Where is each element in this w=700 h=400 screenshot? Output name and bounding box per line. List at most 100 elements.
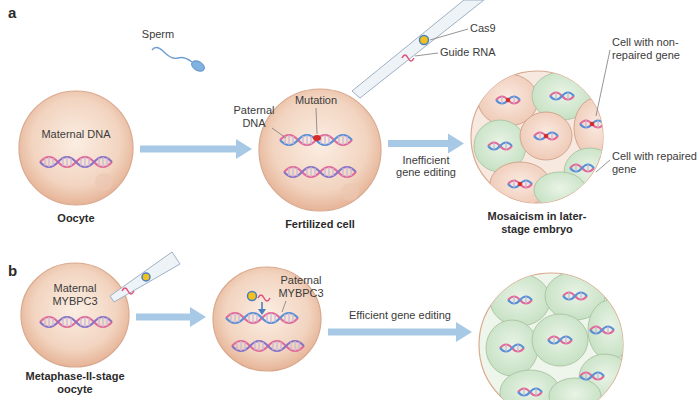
dna-strand: [590, 327, 614, 334]
cell-membrane: [21, 263, 129, 367]
dna-strand: [548, 337, 572, 344]
cell-outline: [20, 262, 130, 368]
injection-pipette: [110, 252, 180, 302]
cell-outline: [18, 90, 134, 206]
cell-title: Mosaicism in later-stage embryo: [481, 210, 593, 235]
arrow-shaft: [136, 314, 192, 321]
oocyte-cell: Maternal DNAOocyte: [18, 90, 134, 206]
cell-label: Maternal MYBPC3: [45, 282, 105, 307]
callout-label: Guide RNA: [440, 46, 506, 59]
dna-strand: [496, 97, 520, 104]
callout-label: Paternal DNA: [228, 104, 280, 129]
dna-rungs: [556, 93, 568, 100]
embryo-cell: [549, 378, 601, 400]
dna-strand: [534, 133, 558, 140]
embryo-cell: [490, 274, 550, 326]
dna-strand: [580, 121, 604, 128]
pronucleus: [341, 183, 359, 201]
callout-label: Mutation: [288, 94, 344, 107]
sperm-head: [190, 59, 207, 74]
leader-line: [430, 29, 468, 40]
dna-strand: [496, 97, 520, 104]
dna-strand: [534, 133, 558, 140]
embryo-cell: [486, 320, 538, 376]
dna-rungs: [586, 373, 598, 380]
dna-strand: [508, 181, 532, 188]
oocyte-cell: Maternal MYBPC3Metaphase-II-stage oocyte: [20, 262, 130, 368]
nucleus: [95, 173, 113, 191]
guide-rna: [402, 55, 414, 61]
cell-membrane: [471, 71, 603, 203]
dna-strand: [590, 327, 614, 334]
dna-rungs: [514, 181, 526, 188]
process-arrow: [140, 139, 252, 159]
dna-rungs: [524, 389, 536, 396]
dna-rungs: [576, 165, 588, 172]
cell-membrane: [19, 91, 133, 205]
cas9-protein: [420, 36, 429, 45]
arrow-head: [456, 322, 472, 342]
cell-membrane: [259, 89, 381, 211]
cell-title: Fertilized cell: [250, 218, 390, 231]
dna-rungs: [502, 97, 514, 104]
dna-rungs: [569, 293, 581, 300]
process-arrow: [136, 307, 206, 327]
dna-strand: [518, 389, 542, 396]
dna-strand: [570, 165, 594, 172]
panel-letter: b: [8, 262, 24, 279]
cas9-protein: [142, 273, 150, 281]
dna-rungs: [494, 143, 506, 150]
embryo-cell: [532, 314, 588, 366]
process-arrow: [328, 322, 472, 342]
dna-rungs: [506, 345, 518, 352]
mutation-mark: [313, 135, 321, 141]
dna-strand: [488, 143, 512, 150]
dna-strand: [580, 373, 604, 380]
arrow-shaft: [328, 329, 458, 336]
dna-strand: [500, 345, 524, 352]
process-arrow: [388, 134, 464, 154]
guide-rna: [122, 288, 134, 294]
callout-label: Cell with repaired gene: [612, 150, 698, 175]
sperm-tail: [152, 47, 192, 62]
embryo-cell: [534, 172, 586, 208]
panel-letter: a: [8, 4, 24, 21]
leader-line: [596, 50, 610, 116]
mutation-mark: [544, 134, 548, 138]
leader-line: [415, 53, 438, 56]
callout-label: Cas9: [470, 22, 510, 35]
cell-title: Metaphase-II-stage oocyte: [10, 370, 140, 395]
dna-rungs: [540, 133, 552, 140]
arrow-shaft: [388, 140, 450, 147]
dna-strand: [563, 293, 587, 300]
mutation-mark: [518, 182, 522, 186]
cell-label: Paternal MYBPC3: [270, 274, 332, 299]
arrow-head: [448, 134, 464, 154]
dna-strand: [580, 121, 604, 128]
fertilized-cell: Fertilized cell: [258, 88, 382, 212]
cell-membrane: [479, 273, 623, 400]
dna-strand: [563, 293, 587, 300]
cell-label: Maternal DNA: [18, 128, 134, 141]
arrow-head: [236, 139, 252, 159]
dna-strand: [550, 93, 574, 100]
dna-strand: [548, 337, 572, 344]
edge-label: Inefficient gene editing: [390, 154, 462, 179]
mutation-mark: [506, 98, 510, 102]
mutation-mark: [590, 122, 594, 126]
cell-title: Oocyte: [6, 212, 146, 225]
embryo-cell: [588, 300, 632, 360]
leader-line: [596, 160, 610, 172]
dna-rungs: [596, 327, 608, 334]
embryo-cells: [474, 72, 618, 208]
dna-strand: [508, 181, 532, 188]
dna-rungs: [586, 121, 598, 128]
dna-strand: [508, 297, 532, 304]
dna-strand: [550, 93, 574, 100]
dna-rungs: [514, 297, 526, 304]
embryo-cell: [520, 112, 572, 160]
dna-rungs: [554, 337, 566, 344]
